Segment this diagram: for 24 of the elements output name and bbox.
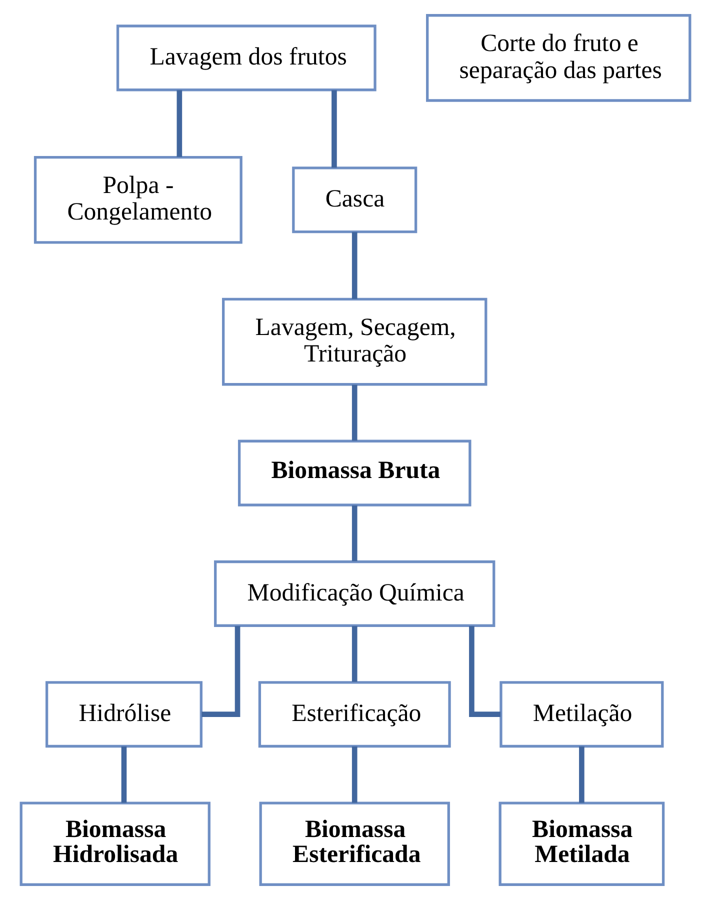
connector xyxy=(352,626,358,682)
connector xyxy=(202,626,240,717)
connector xyxy=(176,90,182,158)
node-box: Modificação Química xyxy=(214,560,496,627)
node-box: Biomassa Bruta xyxy=(238,440,472,506)
connector xyxy=(332,90,337,168)
node-box: Biomassa Esterificada xyxy=(259,802,450,886)
node-box: Lavagem dos frutos xyxy=(116,24,376,92)
connector xyxy=(121,746,127,803)
connector xyxy=(352,384,358,441)
node-box: Lavagem, Secagem, Trituração xyxy=(222,298,488,386)
node-box: Metilação xyxy=(500,681,664,748)
node-box: Casca xyxy=(292,166,418,234)
node-box: Biomassa Metilada xyxy=(498,802,665,886)
node-box: Hidrólise xyxy=(46,681,202,748)
node-box: Esterificação xyxy=(258,681,451,748)
node-box: Polpa - Congelamento xyxy=(34,156,242,244)
node-box: Biomassa Hidrolisada xyxy=(20,802,210,886)
connector xyxy=(352,746,358,803)
connector xyxy=(469,626,501,717)
connector xyxy=(579,746,584,803)
connector xyxy=(352,505,358,562)
connector xyxy=(352,232,358,299)
node-box: Corte do fruto e separação das partes xyxy=(426,14,692,102)
